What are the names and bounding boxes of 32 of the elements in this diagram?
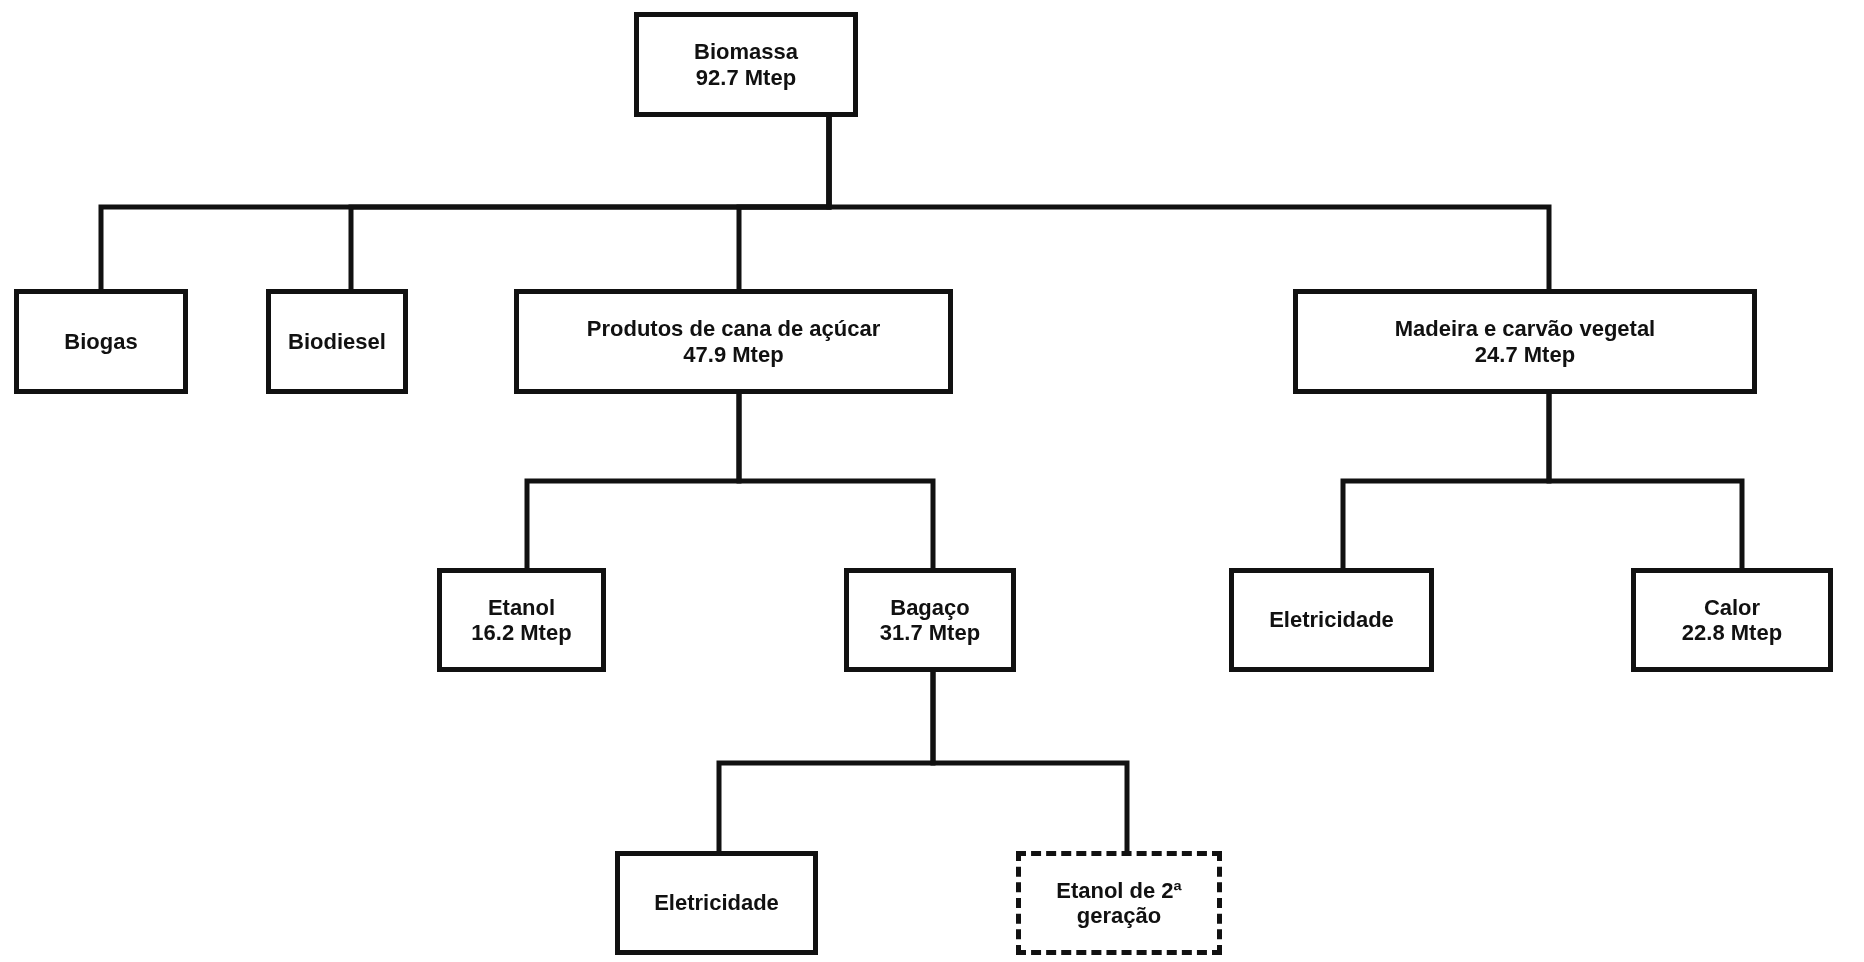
connector-line bbox=[930, 672, 1130, 851]
node-value: 22.8 Mtep bbox=[1681, 620, 1783, 646]
process-box bbox=[514, 289, 953, 394]
node-title: Etanol bbox=[487, 594, 556, 620]
node-title: Produtos de cana de açúcar bbox=[586, 316, 881, 342]
node-title: Eletricidade bbox=[654, 890, 779, 916]
node-title: Biomassa bbox=[694, 39, 798, 65]
node-value: 31.7 Mtep bbox=[879, 620, 981, 646]
node-title: Bagaço bbox=[890, 594, 970, 620]
connector-line bbox=[736, 394, 936, 568]
node-title: Eletricidade bbox=[1269, 607, 1394, 633]
node-title: Etanol de 2ª geração bbox=[1055, 877, 1183, 929]
process-box bbox=[634, 12, 858, 117]
process-box bbox=[1631, 568, 1833, 672]
process-box bbox=[1293, 289, 1757, 394]
node-value: 16.2 Mtep bbox=[471, 620, 572, 646]
node-value: 92.7 Mtep bbox=[695, 64, 797, 90]
process-box bbox=[1016, 851, 1222, 955]
connector-line bbox=[1546, 394, 1745, 568]
node-title: Biogas bbox=[64, 328, 138, 355]
node-title: Biodiesel bbox=[288, 328, 386, 355]
process-box bbox=[437, 568, 606, 672]
node-value: 24.7 Mtep bbox=[1474, 341, 1576, 367]
process-box bbox=[615, 851, 818, 955]
node-title: Calor bbox=[1703, 594, 1761, 620]
process-box bbox=[1229, 568, 1434, 672]
node-value: 47.9 Mtep bbox=[683, 341, 784, 367]
node-title: Madeira e carvão vegetal bbox=[1394, 316, 1656, 342]
process-box bbox=[844, 568, 1016, 672]
connector-line bbox=[826, 117, 1552, 289]
process-box bbox=[266, 289, 408, 394]
process-box bbox=[14, 289, 188, 394]
